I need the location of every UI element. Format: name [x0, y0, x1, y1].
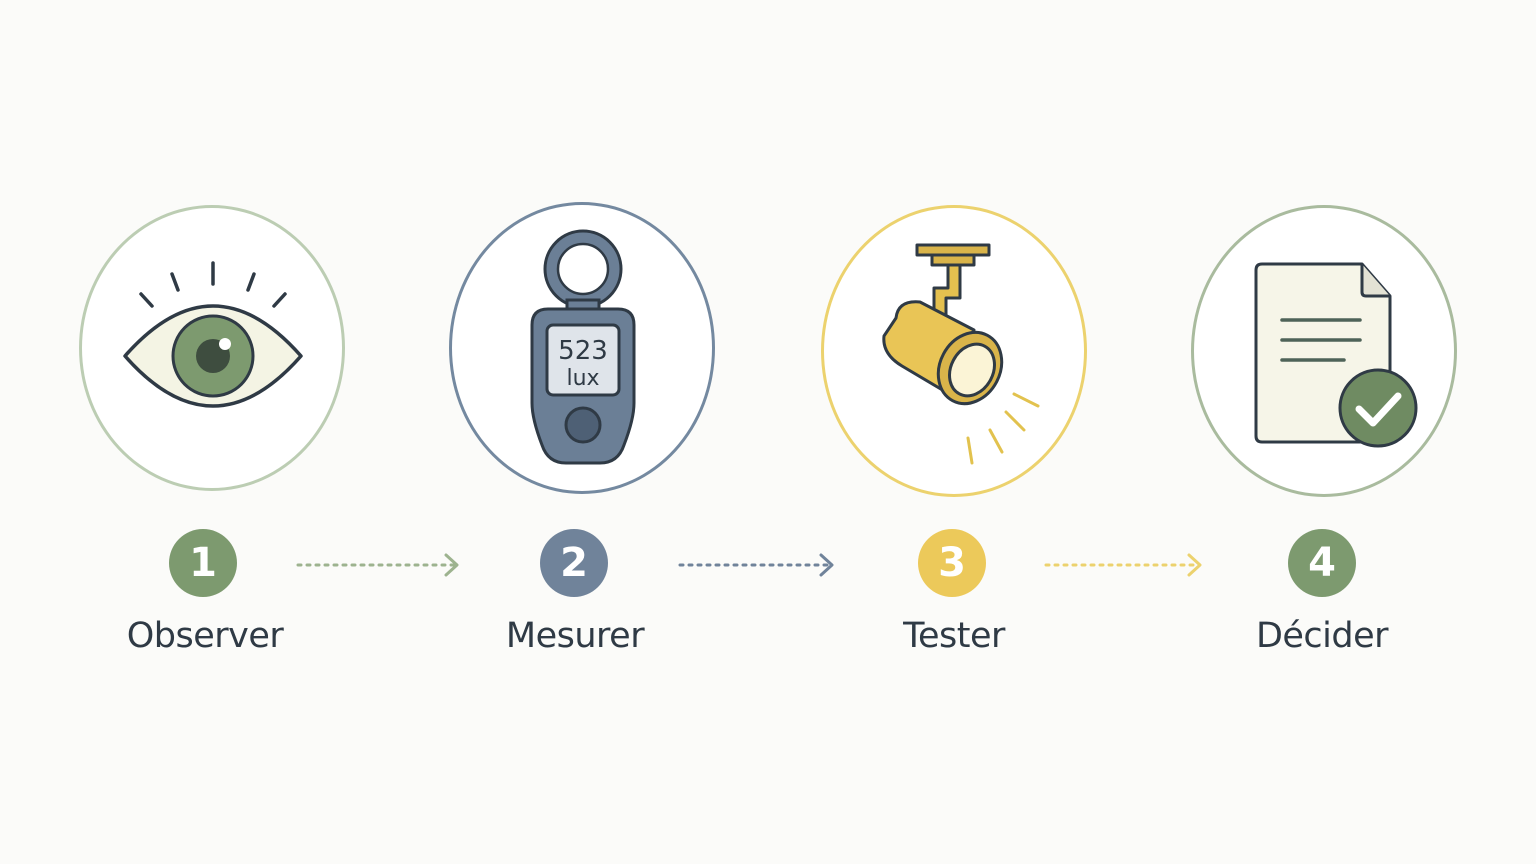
- step-4-circle: [1191, 205, 1457, 497]
- step-3-circle: [821, 205, 1087, 497]
- arrow-1-to-2: [296, 553, 459, 577]
- lux-meter-icon: [530, 229, 636, 465]
- step-4-number: 4: [1288, 529, 1356, 597]
- meter-unit: lux: [566, 366, 600, 391]
- meter-reading: 523: [558, 336, 608, 366]
- step-4-label: Décider: [1255, 616, 1389, 656]
- step-1-circle: [79, 205, 345, 491]
- step-2-number: 2: [540, 529, 608, 597]
- step-1-number: 1: [169, 529, 237, 597]
- arrow-2-to-3: [678, 553, 834, 577]
- step-3-label: Tester: [903, 616, 1005, 656]
- step-1-label: Observer: [126, 616, 284, 656]
- arrow-3-to-4: [1044, 553, 1202, 577]
- spotlight-icon: [882, 243, 1040, 465]
- eye-icon: [123, 261, 303, 408]
- step-2-label: Mesurer: [505, 616, 645, 656]
- document-check-icon: [1254, 262, 1418, 448]
- step-3-number: 3: [918, 529, 986, 597]
- step-2-circle: 523 lux: [449, 202, 715, 494]
